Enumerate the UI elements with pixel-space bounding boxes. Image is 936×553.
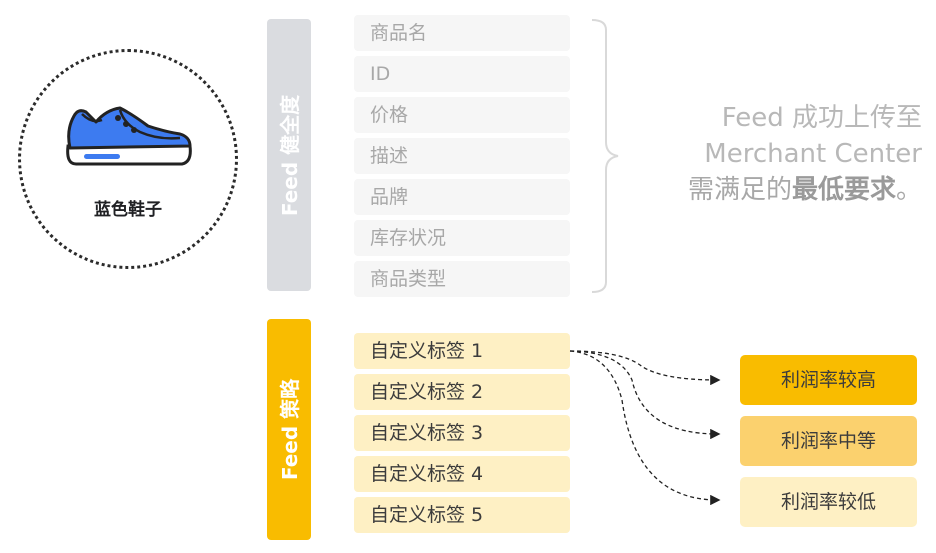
feed-health-title: Feed 健全度 [278,94,303,216]
requirement-line-1: Feed 成功上传至 [721,103,922,133]
custom-label-item: 自定义标签 4 [354,456,570,492]
curly-bracket [591,19,619,293]
custom-label-item: 自定义标签 1 [354,333,570,369]
attribute-item: 商品类型 [354,261,570,297]
feed-strategy-bar: Feed 策略 [267,319,311,540]
requirement-line-2: Merchant Center [704,139,922,169]
custom-label-item: 自定义标签 2 [354,374,570,410]
arrow-to-low [569,350,721,506]
attribute-item: 价格 [354,97,570,133]
product-label: 蓝色鞋子 [94,200,162,220]
margin-mid-box: 利润率中等 [740,416,917,466]
attribute-item: ID [354,56,570,92]
arrow-to-mid [569,350,721,440]
requirement-line-3: 需满足的最低要求。 [650,172,922,208]
margin-low-box: 利润率较低 [740,477,917,527]
attribute-item: 描述 [354,138,570,174]
requirement-prefix: 需满足的 [687,175,792,205]
attribute-item: 库存状况 [354,220,570,256]
attribute-item: 商品名 [354,15,570,51]
margin-high-box: 利润率较高 [740,355,917,405]
product-circle [18,49,238,269]
sneaker-icon [66,106,192,166]
custom-label-item: 自定义标签 5 [354,497,570,533]
requirement-suffix: 。 [895,175,922,205]
feed-health-bar: Feed 健全度 [267,19,311,291]
requirement-emphasis: 最低要求 [791,175,896,205]
arrow-to-high [569,350,721,386]
dashed-arrows [569,350,721,506]
attribute-item: 品牌 [354,179,570,215]
feed-strategy-title: Feed 策略 [278,378,303,481]
custom-label-item: 自定义标签 3 [354,415,570,451]
requirement-text: Feed 成功上传至 Merchant Center 需满足的最低要求。 [650,100,922,208]
